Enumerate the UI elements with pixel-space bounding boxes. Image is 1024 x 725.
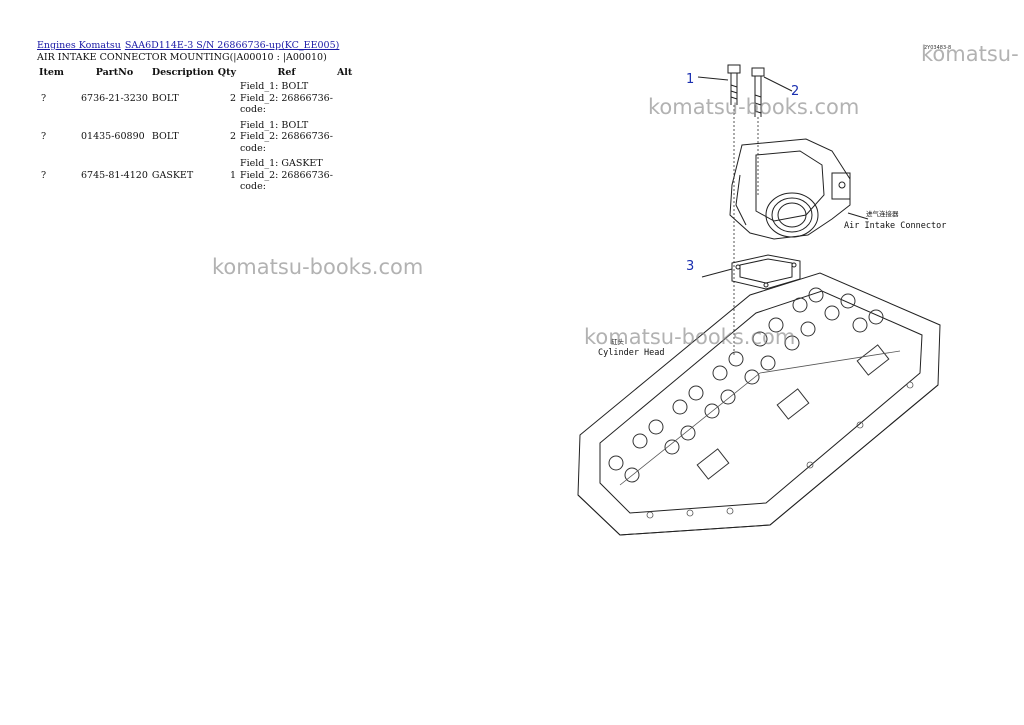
ref-field1: Field_1: GASKET	[239, 158, 323, 169]
table-row: ? 6736-21-3230 BOLT 2 Field_1: BOLT Fiel…	[37, 79, 359, 118]
ref-field2: Field_2: 26866736-	[239, 169, 333, 181]
cell-partno: 6745-81-4120	[81, 169, 148, 181]
cylinder-head-drawing	[577, 272, 941, 536]
col-item: Item	[39, 67, 64, 78]
breadcrumb-link-engines[interactable]: Engines Komatsu	[37, 40, 121, 51]
cell-alt	[335, 156, 359, 195]
cell-qty: 2	[229, 92, 236, 104]
callout-2: 2	[791, 84, 800, 99]
label-cylinder-head: Cylinder Head	[598, 348, 665, 358]
figure-id: 2Y03483-8	[924, 45, 952, 51]
ref-code: code:	[239, 181, 266, 192]
ref-code: code:	[239, 104, 266, 115]
cell-partno: 6736-21-3230	[81, 92, 148, 104]
label-cylinder-head-cn: 缸头	[611, 338, 624, 346]
ref-field2: Field_2: 26866736-	[239, 92, 333, 104]
col-partno: PartNo	[95, 67, 134, 78]
watermark: komatsu-books.com	[648, 95, 860, 119]
gasket-drawing	[731, 254, 801, 290]
callout-3: 3	[686, 259, 695, 274]
cell-ref: Field_1: BOLT Field_2: 26866736- code:	[238, 79, 335, 118]
ref-field2: Field_2: 26866736-	[239, 131, 333, 142]
cell-partno: 01435-60890	[81, 131, 145, 143]
ref-code: code:	[239, 142, 266, 154]
bolt-1-drawing	[727, 64, 741, 105]
cell-qty: 1	[229, 169, 236, 181]
bolt-2-drawing	[751, 67, 765, 117]
cell-item: ?	[41, 92, 47, 104]
parts-diagram	[577, 64, 941, 536]
cell-ref: Field_1: BOLT Field_2: 26866736- code:	[238, 118, 335, 157]
col-description: Description	[151, 67, 214, 78]
cell-alt	[335, 118, 359, 157]
table-row: ? 01435-60890 BOLT 2 Field_1: BOLT Field…	[37, 118, 359, 157]
cell-description: GASKET	[151, 169, 194, 181]
cell-alt	[335, 79, 359, 118]
label-air-intake-connector: Air Intake Connector	[844, 221, 947, 231]
ref-field1: Field_1: BOLT	[239, 81, 309, 92]
watermark: komatsu-books.com	[212, 255, 424, 279]
air-intake-connector-drawing	[729, 138, 869, 240]
breadcrumb-link-model[interactable]: SAA6D114E-3 S/N 26866736-up(KC_EE005)	[124, 40, 340, 51]
cell-ref: Field_1: GASKET Field_2: 26866736- code:	[238, 156, 335, 195]
page-title: AIR INTAKE CONNECTOR MOUNTING(|A00010 : …	[37, 52, 327, 63]
cell-description: BOLT	[151, 131, 179, 143]
label-air-intake-cn: 进气连接器	[866, 210, 899, 218]
watermark-corner: komatsu-	[921, 42, 1019, 66]
cell-item: ?	[41, 169, 47, 181]
col-ref: Ref	[277, 67, 296, 78]
ref-field1: Field_1: BOLT	[239, 119, 309, 131]
cell-description: BOLT	[151, 92, 179, 104]
table-header-row: Item PartNo Description Qty Ref Alt	[37, 66, 359, 79]
cell-item: ?	[41, 131, 47, 143]
table-row: ? 6745-81-4120 GASKET 1 Field_1: GASKET …	[37, 156, 359, 195]
callout-1: 1	[686, 72, 695, 87]
parts-table: Item PartNo Description Qty Ref Alt ? 67…	[37, 66, 359, 195]
col-qty: Qty	[217, 67, 236, 78]
watermark: komatsu-books.com	[584, 325, 796, 349]
cell-qty: 2	[229, 131, 236, 143]
col-alt: Alt	[336, 67, 353, 78]
